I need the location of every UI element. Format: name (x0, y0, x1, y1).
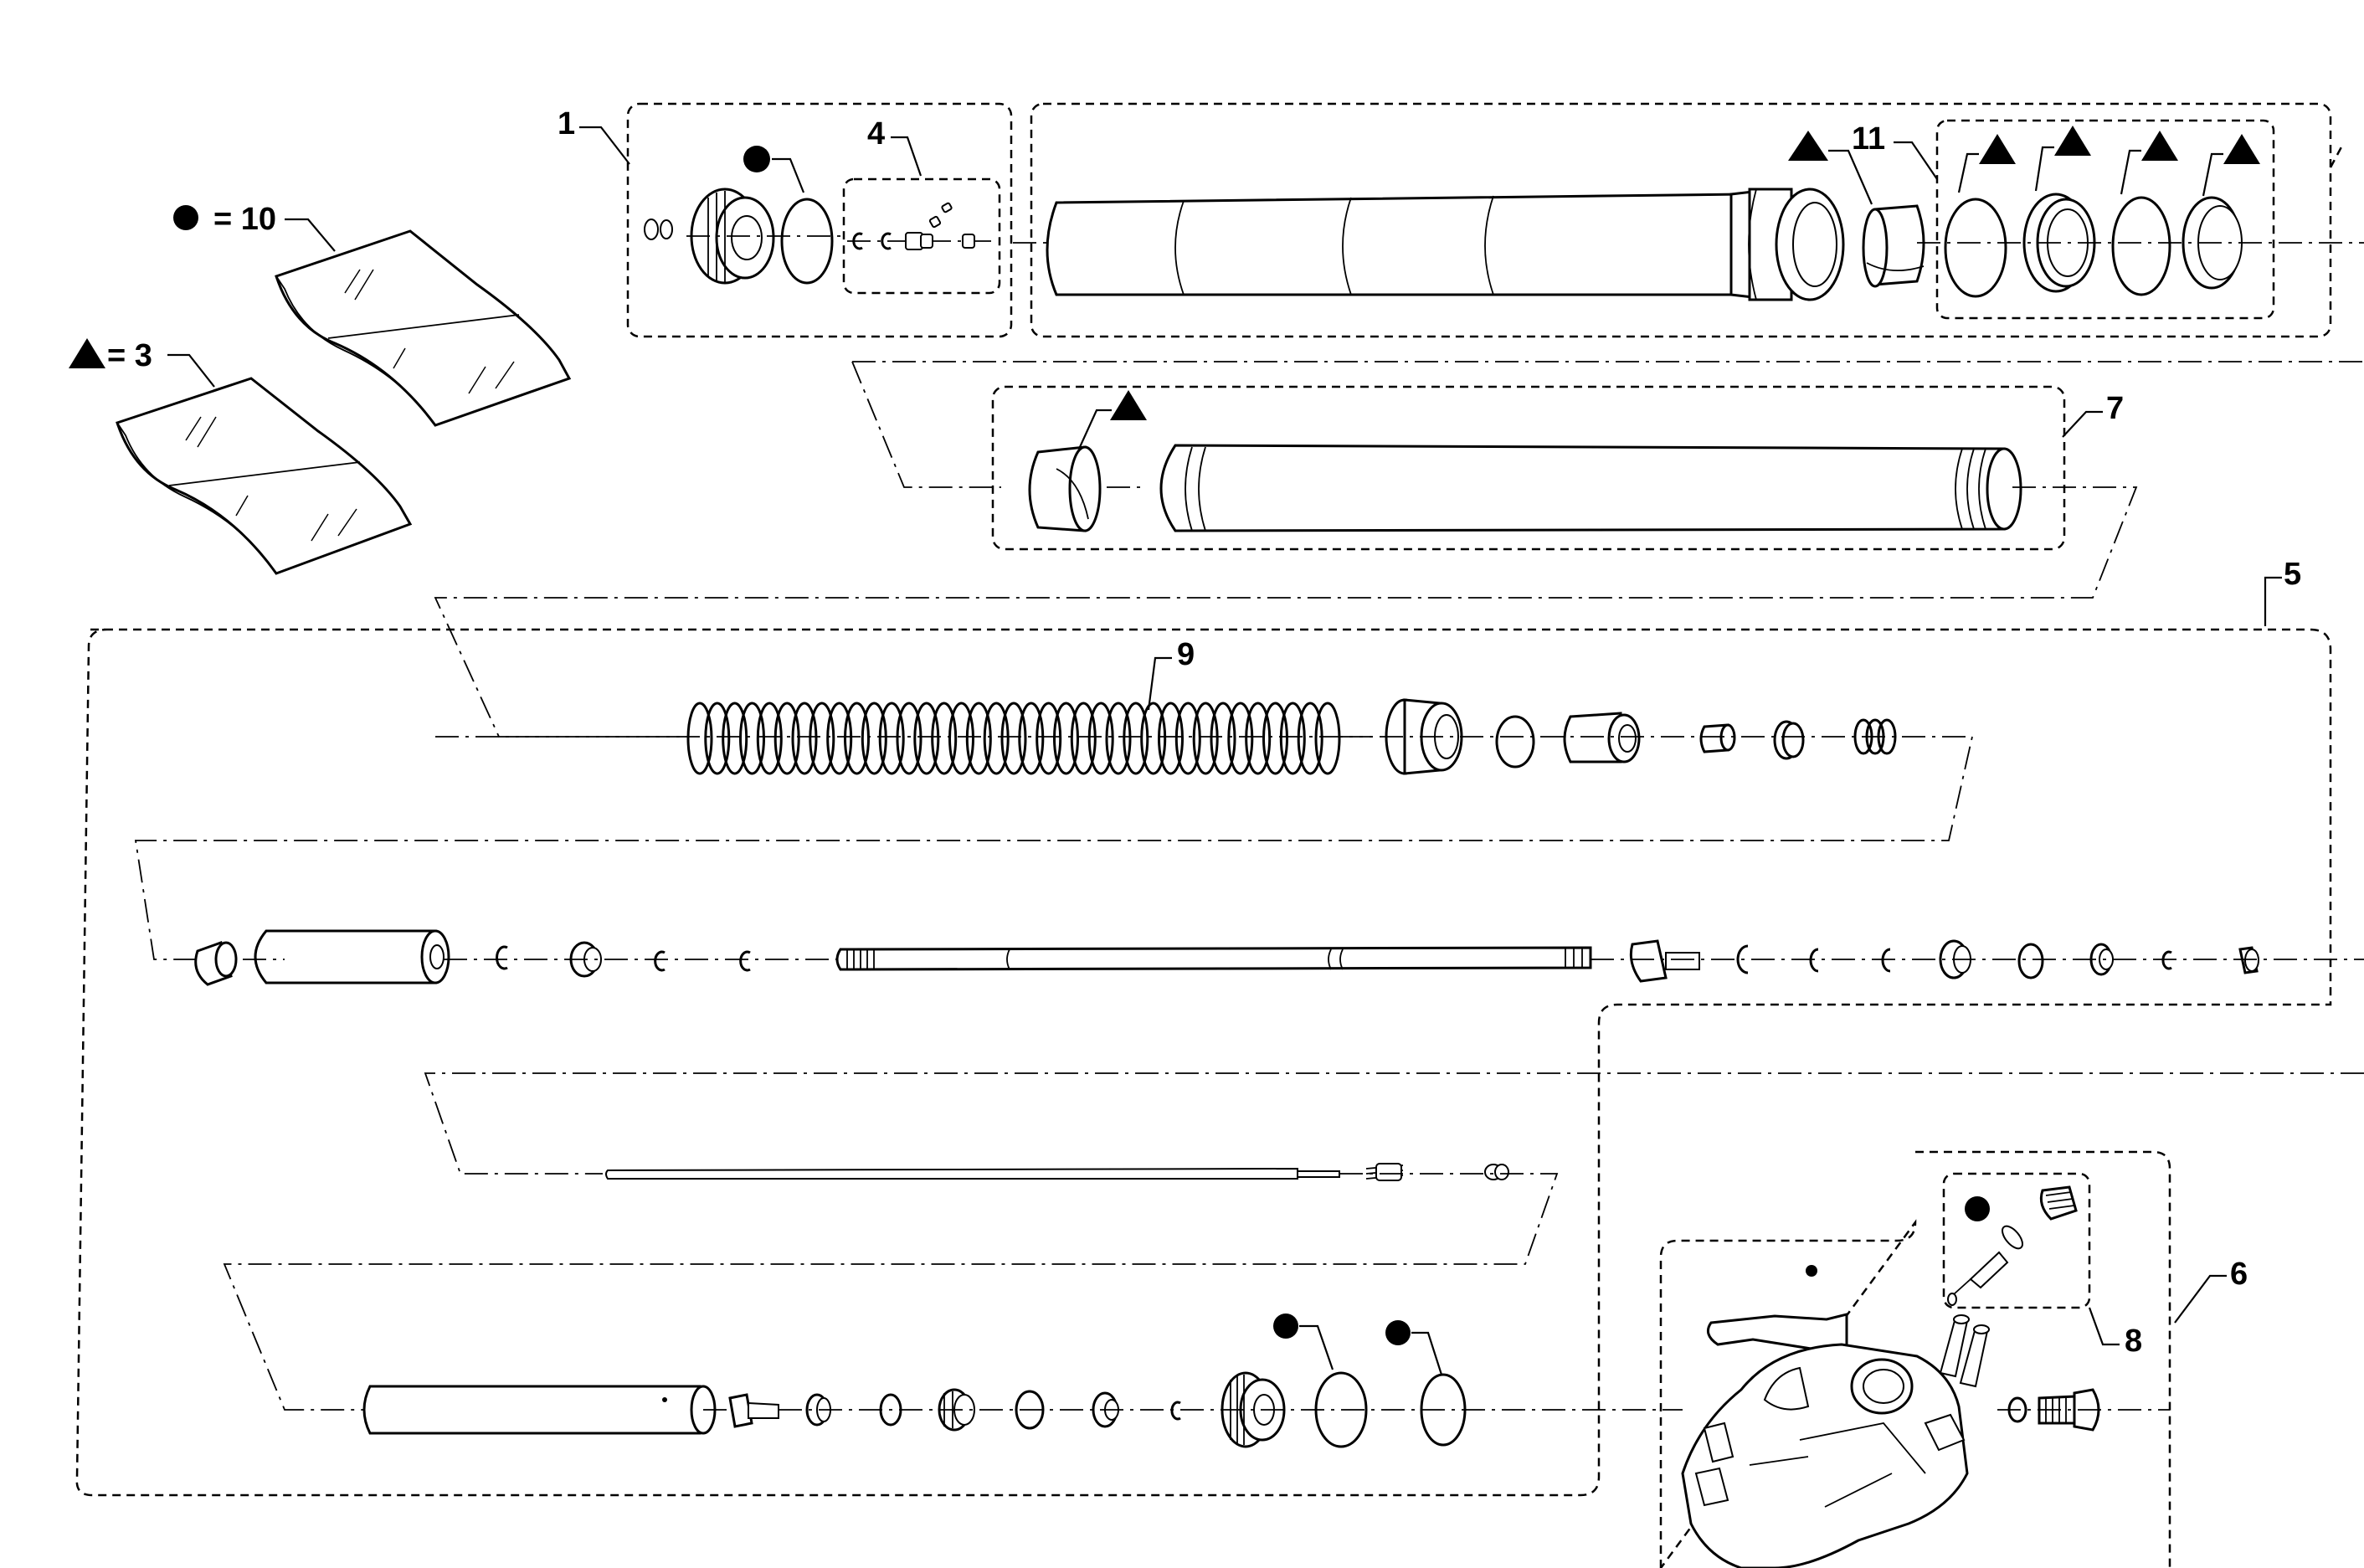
damper-cylinder-part (254, 929, 450, 984)
spring-coil (965, 702, 992, 775)
spring-coil (1192, 702, 1219, 775)
spring-coil (1000, 702, 1027, 775)
bushing-part (1862, 204, 1925, 288)
spring-coil (1158, 702, 1184, 775)
nut-part (1773, 720, 1805, 760)
spring-coil (1087, 702, 1114, 775)
nut-part (2238, 946, 2259, 974)
callout-group-5: 5 9 (75, 557, 2364, 1497)
spring-coil (756, 702, 783, 775)
spring-coil (686, 702, 713, 775)
spring-coil (1070, 702, 1097, 775)
spring-coil (1262, 702, 1288, 775)
spring-coil (739, 702, 765, 775)
top-cap-part (690, 188, 775, 285)
coil-spring-part (686, 702, 1341, 775)
spring-coil (948, 702, 974, 775)
spring-coil (844, 702, 870, 775)
spring-coil (983, 702, 1010, 775)
filled-triangle-icon (2141, 131, 2178, 161)
parts-bag-icon (275, 229, 572, 427)
spring-coil (896, 702, 922, 775)
spring-coil (1036, 702, 1062, 775)
callout-9: 9 (1177, 637, 1195, 672)
spring-coil (773, 702, 800, 775)
spring-coil (1210, 702, 1236, 775)
spring-coil (1245, 702, 1272, 775)
spring-coil (1227, 702, 1254, 775)
crown-collar-part (1729, 188, 1845, 301)
spring-coil (704, 702, 731, 775)
spring-coil (1053, 702, 1079, 775)
callout-group-6: 6 8 (1659, 1150, 2248, 1568)
spring-coil (913, 702, 940, 775)
callout-group-8: 8 (1942, 1172, 2142, 1359)
spring-coil (722, 702, 748, 775)
lower-tube-part (1159, 444, 2022, 532)
valve-part (938, 1388, 975, 1432)
callout-group-1: 1 4 (558, 102, 1013, 338)
legend-circle-qty: = 10 (213, 202, 276, 237)
callout-1: 1 (558, 106, 575, 141)
filled-triangle-icon (2223, 134, 2260, 164)
filled-circle-icon (1273, 1314, 1298, 1339)
filled-circle-icon (1385, 1320, 1411, 1345)
callout-4: 4 (867, 116, 885, 152)
filled-triangle-icon (2054, 126, 2091, 156)
legend: = 10 = 3 (69, 202, 572, 575)
valve-core-part (1953, 1251, 2009, 1295)
spring-coil (861, 702, 887, 775)
piston-part (1629, 939, 1700, 983)
piston-part (728, 1393, 779, 1428)
spacer-part (1563, 712, 1641, 763)
spring-coil (1123, 702, 1149, 775)
callout-group-11: 11 (1013, 102, 2364, 338)
filled-triangle-icon (69, 338, 105, 368)
ball-bearing-part (1484, 1164, 1509, 1180)
spring-coil (826, 702, 853, 775)
adjuster-rod-part (605, 1167, 1340, 1180)
damper-body-part (362, 1385, 717, 1435)
damper-rod-part (835, 946, 1592, 971)
bushing-part (1028, 445, 1102, 532)
small-cylinder-part (1699, 723, 1736, 753)
filled-circle-icon (173, 205, 198, 230)
lower-leg-casting-part (1681, 1313, 1990, 1568)
parts-bag-icon (116, 377, 413, 575)
callout-6: 6 (2230, 1257, 2248, 1292)
legend-triangle-qty: = 3 (107, 338, 152, 373)
axle-bolt-part (2038, 1388, 2100, 1432)
filled-circle-icon (743, 146, 770, 172)
spring-coil (878, 702, 905, 775)
spring-coil (1140, 702, 1167, 775)
spring-coil (1105, 702, 1132, 775)
callout-group-4: 4 (842, 116, 1001, 295)
callout-8: 8 (2125, 1324, 2142, 1359)
spring-coil (1279, 702, 1306, 775)
filled-triangle-icon (1788, 131, 1828, 161)
callout-11: 11 (1852, 121, 1885, 157)
callout-5: 5 (2284, 557, 2301, 592)
stanchion-tube-part (1046, 193, 1743, 296)
spring-coil (791, 702, 818, 775)
spring-coil (809, 702, 835, 775)
spring-coil (1297, 702, 1323, 775)
filled-triangle-icon (1979, 134, 2016, 164)
callout-group-7: 7 (434, 385, 2138, 738)
callout-7: 7 (2106, 391, 2124, 426)
spring-coil (1174, 702, 1201, 775)
end-cap-part (194, 941, 238, 986)
spring-coil (1018, 702, 1045, 775)
spring-coil (931, 702, 958, 775)
filled-circle-icon (1965, 1196, 1990, 1221)
valve-cap-part (2039, 1185, 2078, 1221)
small-spring-part (1365, 1163, 1404, 1181)
filled-triangle-icon (1110, 390, 1147, 420)
spring-coil (1314, 702, 1341, 775)
